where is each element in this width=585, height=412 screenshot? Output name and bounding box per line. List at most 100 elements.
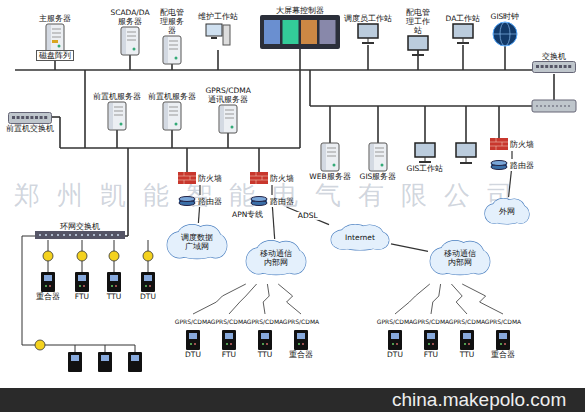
node-label: FTU: [75, 292, 89, 301]
switch-icon: [8, 112, 52, 124]
node-label: 防火墙: [270, 174, 294, 183]
node-label: Internet: [345, 233, 375, 242]
workstation: GIS工作站: [407, 142, 444, 173]
device-icon: [41, 272, 55, 292]
device-icon: [388, 330, 402, 350]
globe-icon: [492, 21, 518, 47]
array-icon: [44, 23, 66, 53]
node-label: 配电管理服务器: [157, 8, 187, 35]
node-label: 前置机服务器: [93, 92, 141, 101]
network-cloud: 调度数据广域网: [166, 224, 228, 260]
screen-icon: [260, 15, 340, 49]
node-label: 移动通信内部网: [444, 249, 476, 267]
device-icon: [75, 272, 89, 292]
link-line: [272, 207, 274, 239]
node-label: 路由器: [270, 197, 294, 206]
node-label: TTU: [460, 350, 475, 359]
monitor-icon: [414, 142, 436, 164]
terminal-unit: TTU: [258, 330, 273, 359]
link-label: APN专线: [232, 210, 263, 219]
workstation-icon: [205, 21, 231, 47]
switch-symbols: [35, 251, 153, 350]
node-label: SCADA/DA服务器: [110, 8, 150, 26]
link-line: [511, 151, 512, 159]
firewall: 防火墙: [490, 138, 534, 150]
node-label: 移动通信内部网: [260, 249, 292, 267]
fw-icon: [490, 138, 508, 150]
router-icon: [250, 196, 268, 206]
network-cloud: 移动通信内部网: [429, 240, 491, 276]
wireless-links: [193, 284, 503, 314]
router: 路由器: [250, 196, 294, 206]
node-label: 调度数据广域网: [181, 233, 213, 251]
terminal-unit: 重合器: [289, 330, 313, 359]
node-label: DTU: [387, 350, 403, 359]
fw-icon: [178, 172, 196, 184]
link-label: GPRS/CDMA: [283, 318, 319, 325]
workstation: 维护工作站: [198, 12, 238, 47]
link-label: GPRS/CDMA: [485, 318, 521, 325]
firewall: 防火墙: [250, 172, 294, 184]
fw-icon: [250, 172, 268, 184]
terminal-unit: FTU: [75, 272, 89, 301]
node-label: 前置机交换机: [6, 124, 54, 133]
firewall: 防火墙: [178, 172, 222, 184]
server-icon: [217, 104, 239, 134]
link-label: ADSL: [297, 212, 319, 220]
display-controller: 大屏幕控制器: [260, 6, 340, 49]
device-icon: [141, 272, 155, 292]
server-icon: [367, 142, 389, 172]
server: 配电管理服务器: [157, 8, 187, 65]
node-label: TTU: [258, 350, 273, 359]
network-cloud: Internet: [330, 224, 390, 251]
terminal-unit: 重合器: [36, 272, 60, 301]
terminal-unit: FTU: [222, 330, 236, 359]
link-label: GPRS/CDMA: [247, 318, 283, 325]
network-cloud: 外网: [484, 198, 530, 225]
server-icon: [161, 35, 183, 65]
site-watermark: china.makepolo.com: [392, 389, 566, 412]
device-icon: [294, 330, 308, 350]
terminal-unit: TTU: [460, 330, 475, 359]
terminal-unit: DTU: [185, 330, 201, 359]
workstation: DA工作站: [446, 14, 481, 45]
node-label: FTU: [222, 350, 236, 359]
server: 前置机服务器: [148, 92, 196, 131]
device-icon: [222, 330, 236, 350]
terminal-unit: TTU: [107, 272, 122, 301]
node-label: 大屏幕控制器: [276, 6, 324, 15]
node-label: 调度员工作站: [344, 14, 392, 23]
node-label: 防火墙: [510, 140, 534, 149]
device-icon: [460, 330, 474, 350]
ring-switch: 环网交换机: [35, 222, 125, 239]
second-switch: [532, 100, 576, 112]
monitor-icon: [407, 35, 429, 57]
node-label: GIS服务器: [360, 172, 397, 181]
device-icon: [496, 330, 510, 350]
node-label: 磁盘阵列: [36, 50, 74, 61]
network-switch: 交换机: [532, 52, 576, 73]
workstation: 配电管理工作站: [403, 8, 433, 57]
link-label: GPRS/CDMA: [413, 318, 449, 325]
monitor-icon: [452, 23, 474, 45]
gis-workstation-2: [456, 143, 476, 164]
server: WEB服务器: [309, 142, 350, 181]
terminal-unit: DTU: [140, 272, 156, 301]
node-label: 维护工作站: [198, 12, 238, 21]
router: 路由器: [178, 196, 222, 206]
device-icon: [186, 330, 200, 350]
link-label: GPRS/CDMA: [175, 318, 211, 325]
node-label: GPRS/CDMA通讯服务器: [206, 86, 251, 104]
node-label: 重合器: [491, 350, 515, 359]
link-label: GPRS/CDMA: [211, 318, 247, 325]
server-icon: [161, 101, 183, 131]
node-label: GIS工作站: [407, 164, 444, 173]
terminal-unit: 重合器: [491, 330, 515, 359]
node-label: 配电管理工作站: [403, 8, 433, 35]
footer-band: [0, 388, 585, 412]
server-icon: [106, 101, 128, 131]
router: 路由器: [490, 160, 534, 170]
terminal-unit: DTU: [387, 330, 403, 359]
node-label: 前置机服务器: [148, 92, 196, 101]
link-label: GPRS/CDMA: [449, 318, 485, 325]
